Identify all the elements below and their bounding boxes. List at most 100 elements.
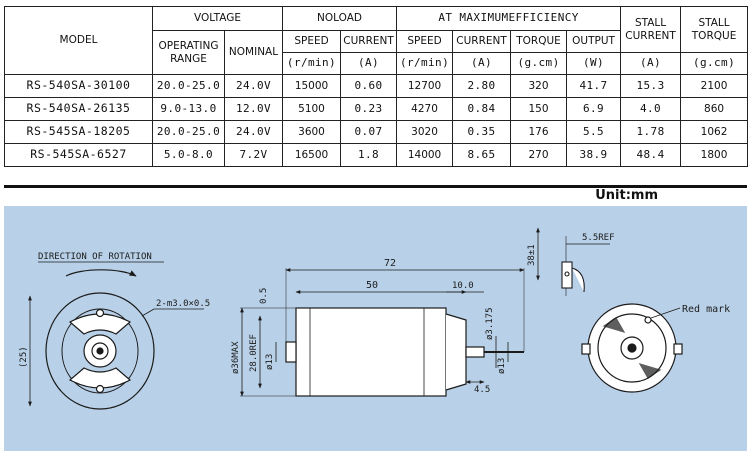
cell-nl-current: 0.07 [340, 120, 398, 144]
cell-stall-current: 4.0 [620, 97, 682, 121]
cell-stall-current: 1.78 [620, 120, 682, 144]
cell-me-speed: 3020 [396, 120, 454, 144]
dim-13-right: ø13 [497, 358, 507, 374]
cell-model: RS-540SA-26135 [4, 97, 153, 121]
cell-stall-torque: 860 [680, 97, 749, 121]
header-eff-speed: SPEED [396, 30, 454, 53]
mount-hole [95, 384, 105, 394]
dim-3175: ø3.175 [485, 307, 495, 340]
vent-slot [68, 367, 132, 389]
cell-me-current: 0.84 [452, 97, 512, 121]
cell-stall-torque: 1800 [680, 143, 749, 167]
terminal-right [673, 343, 683, 355]
cell-range: 5.0-8.0 [152, 143, 225, 167]
header-stall-current: STALL CURRENT [620, 6, 682, 53]
cell-me-output: 41.7 [566, 74, 622, 98]
end-cap-outline [45, 292, 155, 410]
dim-36: ø36MAX [231, 341, 241, 374]
cell-stall-current: 15.3 [620, 74, 682, 98]
header-operating-range: OPERATING RANGE [152, 30, 225, 75]
cell-range: 20.0-25.0 [152, 120, 225, 144]
unit-stall-torque: (g.cm) [680, 52, 749, 75]
header-voltage: VOLTAGE [151, 6, 284, 31]
vent-slot [68, 313, 132, 335]
cell-model: RS-545SA-6527 [4, 143, 153, 167]
cell-me-output: 38.9 [566, 143, 622, 167]
cell-me-torque: 270 [510, 143, 568, 167]
header-eff-current: CURRENT [452, 30, 512, 53]
table-row: RS-540SA-26135 9.0-13.0 12.0V 5100 0.23 … [4, 97, 749, 121]
dim-50: 50 [366, 280, 378, 291]
cell-range: 20.0-25.0 [152, 74, 225, 98]
rotation-arrow [65, 269, 137, 277]
technical-drawing: DIRECTION OF ROTATION 2-m3.0×0.5 (25) [4, 206, 747, 451]
cell-me-torque: 150 [510, 97, 568, 121]
table-bottom-rule [4, 185, 747, 188]
cell-model: RS-545SA-18205 [4, 120, 153, 144]
cell-nl-speed: 5100 [282, 97, 342, 121]
left-end-view: DIRECTION OF ROTATION 2-m3.0×0.5 (25) [19, 252, 210, 410]
dim-05: 0.5 [259, 288, 269, 304]
cell-nl-speed: 16500 [282, 143, 342, 167]
shaft-center [627, 343, 637, 353]
cell-nl-speed: 15000 [282, 74, 342, 98]
dim-38: 38±1 [527, 244, 537, 266]
cell-me-current: 8.65 [452, 143, 512, 167]
cell-range: 9.0-13.0 [152, 97, 225, 121]
cell-stall-torque: 1062 [680, 120, 749, 144]
terminal [285, 341, 297, 363]
unit-eff-speed: (r/min) [396, 52, 454, 75]
drawing-svg: DIRECTION OF ROTATION 2-m3.0×0.5 (25) [19, 227, 730, 410]
header-noload-current: CURRENT [340, 30, 398, 53]
cell-nominal: 24.0V [223, 120, 284, 144]
unit-noload-current: (A) [340, 52, 398, 75]
cell-nominal: 7.2V [223, 143, 284, 167]
spec-table: MODEL VOLTAGE NOLOAD AT MAXIMUMEFFICIENC… [4, 6, 749, 167]
cell-nl-current: 0.23 [340, 97, 398, 121]
direction-label: DIRECTION OF ROTATION [38, 252, 152, 262]
dim-13-left: ø13 [265, 354, 275, 370]
cell-stall-current: 48.4 [620, 143, 682, 167]
motor-body [295, 307, 447, 397]
cell-me-torque: 320 [510, 74, 568, 98]
dim-72: 72 [384, 258, 396, 269]
side-view: 72 50 10.0 ø36MAX 28.0REF ø13 0.5 ø3.175… [231, 258, 525, 397]
cell-model: RS-540SA-30100 [4, 74, 153, 98]
cell-me-current: 0.35 [452, 120, 512, 144]
cell-nl-speed: 3600 [282, 120, 342, 144]
unit-eff-current: (A) [452, 52, 512, 75]
cell-me-speed: 14000 [396, 143, 454, 167]
cell-me-output: 6.9 [566, 97, 622, 121]
cell-me-output: 5.5 [566, 120, 622, 144]
dim-55: 5.5REF [582, 233, 615, 243]
cell-nl-current: 0.60 [340, 74, 398, 98]
header-noload-speed: SPEED [282, 30, 342, 53]
table-row: RS-545SA-6527 5.0-8.0 7.2V 16500 1.8 140… [4, 143, 749, 167]
dim-10: 10.0 [452, 281, 474, 291]
red-mark-label: Red mark [682, 304, 730, 315]
red-mark-dot [644, 316, 652, 324]
cell-nl-current: 1.8 [340, 143, 398, 167]
terminal-detail: 38±1 5.5REF [527, 227, 615, 296]
cell-nominal: 12.0V [223, 97, 284, 121]
dim-25: (25) [19, 346, 29, 368]
cell-nominal: 24.0V [223, 74, 284, 98]
mount-hole [95, 308, 105, 318]
header-stall-torque: STALL TORQUE [680, 6, 749, 53]
header-eff-output: OUTPUT [566, 30, 622, 53]
table-row: RS-540SA-30100 20.0-25.0 24.0V 15000 0.6… [4, 74, 749, 98]
cell-me-current: 2.80 [452, 74, 512, 98]
table-row: RS-545SA-18205 20.0-25.0 24.0V 3600 0.07… [4, 120, 749, 144]
cell-stall-torque: 2100 [680, 74, 749, 98]
end-bell [445, 313, 467, 391]
shaft-hub [91, 342, 109, 360]
hole-label: 2-m3.0×0.5 [156, 299, 210, 309]
bushing [465, 346, 485, 358]
unit-eff-output: (W) [566, 52, 622, 75]
terminal-left [581, 343, 591, 355]
header-eff-torque: TORQUE [510, 30, 568, 53]
cell-me-speed: 4270 [396, 97, 454, 121]
unit-stall-current: (A) [620, 52, 682, 75]
dim-45: 4.5 [474, 385, 490, 395]
cell-me-torque: 176 [510, 120, 568, 144]
